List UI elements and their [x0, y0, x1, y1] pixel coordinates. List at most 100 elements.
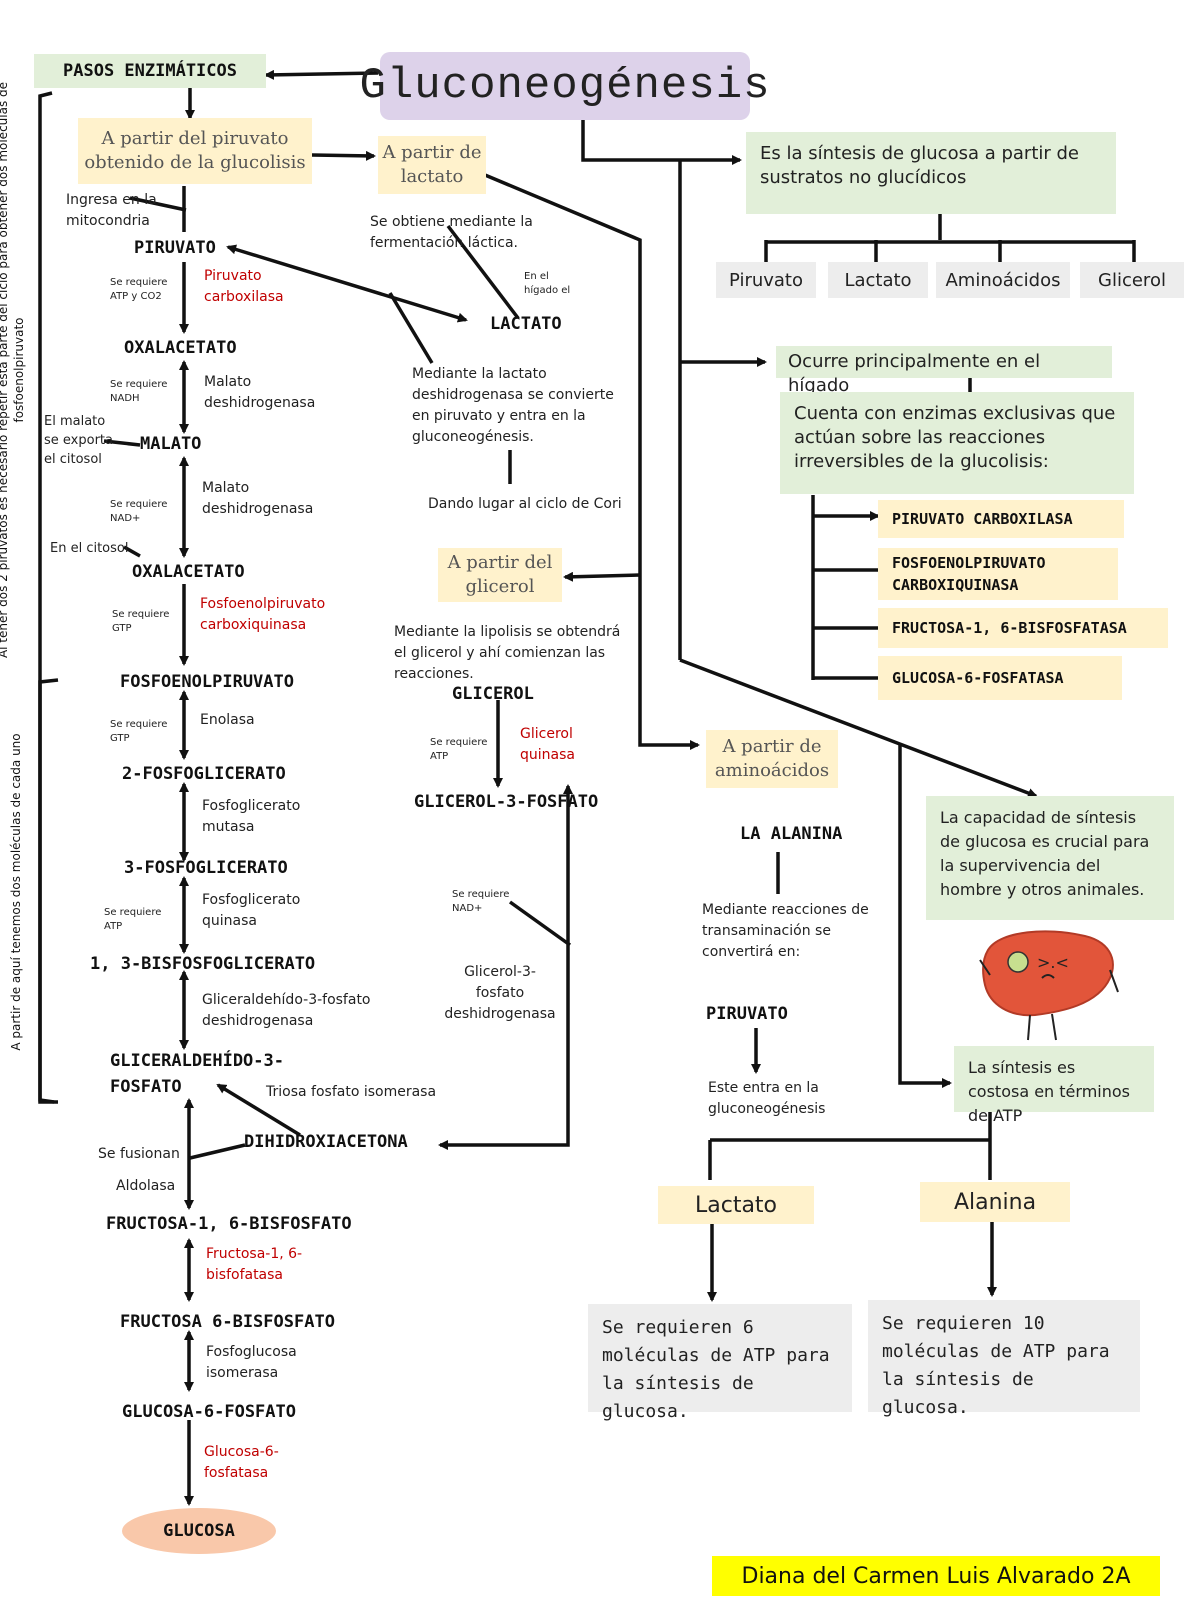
metabolite-label: LA ALANINA: [740, 824, 843, 844]
note-text: Se fusionan: [98, 1146, 180, 1162]
enzyme-text: Malato deshidrogenasa: [202, 480, 314, 517]
note-lactato-obtiene: Se obtiene mediante la fermentación láct…: [370, 212, 550, 254]
metabolite-label: GLICEROL: [452, 684, 534, 704]
side-label-bottom: A partir de aquí tenemos dos moléculas d…: [8, 682, 32, 1102]
note-lactato-mediante: Mediante la lactato deshidrogenasa se co…: [412, 364, 630, 448]
definition-text: Es la síntesis de glucosa a partir de su…: [760, 143, 1080, 188]
pasos-enzimaticos-label: PASOS ENZIMÁTICOS: [63, 61, 237, 81]
cost-alanina-label: Alanina: [953, 1189, 1037, 1215]
note-req-nadh-1: Se requiere NADH: [110, 378, 174, 406]
note-text: Se requiere NAD+: [452, 889, 510, 914]
cost-lactato-text-box: Se requieren 6 moléculas de ATP para la …: [588, 1304, 852, 1422]
enzyme-fructosa-bisfosfatasa: Fructosa-1, 6-bisfofatasa: [206, 1244, 326, 1286]
metabolite-glicerol: GLICEROL: [452, 684, 534, 704]
note-text: Este entra en la gluconeogénesis: [708, 1080, 826, 1117]
metabolite-label: FRUCTOSA 6-BISFOSFATO: [120, 1312, 335, 1332]
enzima-label: FOSFOENOLPIRUVATO CARBOXIQUINASA: [892, 554, 1046, 594]
start-lactato-label: A partir de lactato: [382, 142, 482, 187]
start-piruvato-box: A partir del piruvato obtenido de la glu…: [78, 118, 312, 184]
metabolite-oxalacetato-2: OXALACETATO: [132, 562, 245, 582]
metabolite-3-fosfoglicerato: 3-FOSFOGLICERATO: [124, 858, 288, 878]
cost-alanina-text-box: Se requieren 10 moléculas de ATP para la…: [868, 1300, 1140, 1418]
enzyme-fosfoglicerato-mutasa: Fosfoglicerato mutasa: [202, 796, 322, 838]
capacidad-text: La capacidad de síntesis de glucosa es c…: [940, 808, 1150, 899]
metabolite-glicerol-3-fosfato: GLICEROL-3-FOSFATO: [414, 792, 598, 812]
metabolite-label: GLICEROL-3-FOSFATO: [414, 792, 599, 812]
start-aminoacidos-label: A partir de aminoácidos: [714, 736, 830, 781]
metabolite-label: MALATO: [140, 434, 202, 454]
note-transaminacion: Mediante reacciones de transaminación se…: [702, 900, 892, 963]
note-text: En el hígado el: [524, 271, 571, 296]
definition-box: Es la síntesis de glucosa a partir de su…: [746, 132, 1116, 214]
cost-lactato-text: Se requieren 6 moléculas de ATP para la …: [602, 1317, 830, 1422]
author-box: Diana del Carmen Luis Alvarado 2A: [712, 1556, 1160, 1596]
costosa-box: La síntesis es costosa en términos de AT…: [954, 1046, 1154, 1125]
enzyme-text: Piruvato carboxilasa: [204, 268, 284, 305]
side-label-top-text: Al tener dos 2 piruvatos es necesario re…: [0, 81, 26, 659]
enzima-piruvato-carboxilasa: PIRUVATO CARBOXILASA: [878, 500, 1124, 538]
metabolite-glucosa-6-fosfato: GLUCOSA-6-FOSFATO: [122, 1402, 296, 1422]
note-text: Dando lugar al ciclo de Cori: [428, 496, 622, 512]
enzyme-text: Fosfoglicerato quinasa: [202, 892, 301, 929]
cost-lactato-label: Lactato: [694, 1192, 778, 1218]
side-label-top: Al tener dos 2 piruvatos es necesario re…: [0, 55, 35, 685]
enzyme-text: Enolasa: [200, 712, 255, 728]
note-text: Se requiere NADH: [110, 379, 168, 404]
enzyme-aldolasa: Aldolasa: [116, 1176, 196, 1197]
note-en-higado: En el hígado el: [524, 270, 584, 298]
metabolite-label: 3-FOSFOGLICERATO: [124, 858, 288, 878]
start-lactato-box: A partir de lactato: [378, 136, 486, 194]
substrate-lactato: Lactato: [828, 262, 928, 298]
page-title: Gluconeogénesis: [359, 52, 770, 120]
metabolite-piruvato: PIRUVATO: [134, 238, 216, 258]
note-text: Se requiere ATP: [104, 907, 162, 932]
enzyme-enolasa: Enolasa: [200, 710, 300, 731]
page-title-text: Gluconeogénesis: [359, 61, 771, 111]
substrate-aminoacidos: Aminoácidos: [936, 262, 1070, 298]
note-req-gtp-2: Se requiere GTP: [110, 718, 174, 746]
metabolite-label: PIRUVATO: [706, 1004, 788, 1024]
metabolite-label: 2-FOSFOGLICERATO: [122, 764, 286, 784]
metabolite-label: GLUCOSA: [163, 1521, 235, 1541]
note-ingresa: Ingresa en la mitocondria: [66, 190, 196, 232]
enzyme-text: Glicerol quinasa: [520, 726, 575, 763]
enzyme-malato-dh-2: Malato deshidrogenasa: [202, 478, 332, 520]
note-text: Mediante la lipolisis se obtendrá el gli…: [394, 624, 621, 682]
liver-icon: >.<: [979, 930, 1119, 1041]
note-req-atp: Se requiere ATP: [104, 906, 174, 934]
enzyme-text: Glucosa-6-fosfatasa: [204, 1444, 279, 1481]
capacidad-box: La capacidad de síntesis de glucosa es c…: [926, 796, 1174, 920]
enzima-pepck: FOSFOENOLPIRUVATO CARBOXIQUINASA: [878, 548, 1118, 600]
substrate-glicerol: Glicerol: [1080, 262, 1184, 298]
cost-alanina-box: Alanina: [920, 1182, 1070, 1222]
substrate-piruvato: Piruvato: [716, 262, 816, 298]
enzyme-triosa-isomerasa: Triosa fosfato isomerasa: [266, 1082, 466, 1103]
enzyme-fosfoglicerato-quinasa: Fosfoglicerato quinasa: [202, 890, 322, 932]
enzima-label: GLUCOSA-6-FOSFATASA: [892, 669, 1064, 687]
metabolite-fosfoenolpiruvato: FOSFOENOLPIRUVATO: [120, 672, 294, 692]
pasos-enzimaticos-box: PASOS ENZIMÁTICOS: [34, 54, 266, 88]
note-text: Se requiere ATP: [430, 737, 488, 762]
enzima-label: PIRUVATO CARBOXILASA: [892, 510, 1073, 528]
enzyme-piruvato-carboxilasa: Piruvato carboxilasa: [204, 266, 324, 308]
start-aminoacidos-box: A partir de aminoácidos: [706, 730, 838, 788]
metabolite-label: FRUCTOSA-1, 6-BISFOSFATO: [106, 1214, 352, 1234]
higado-box: Ocurre principalmente en el hígado: [776, 346, 1112, 396]
metabolite-label: 1, 3-BISFOSFOGLICERATO: [90, 954, 316, 974]
note-req-atp-co2: Se requiere ATP y CO2: [110, 276, 174, 304]
side-label-bottom-text: A partir de aquí tenemos dos moléculas d…: [9, 733, 23, 1051]
metabolite-label: LACTATO: [490, 314, 562, 334]
svg-text:>.<: >.<: [1037, 953, 1069, 972]
note-req-gtp-1: Se requiere GTP: [112, 608, 176, 636]
author-text: Diana del Carmen Luis Alvarado 2A: [741, 1563, 1131, 1589]
enzima-label: FRUCTOSA-1, 6-BISFOSFATASA: [892, 619, 1127, 637]
note-lipolisis: Mediante la lipolisis se obtendrá el gli…: [394, 622, 636, 685]
start-piruvato-label: A partir del piruvato obtenido de la glu…: [84, 128, 306, 173]
enzyme-text: Fosfoenolpiruvato carboxiquinasa: [200, 596, 326, 633]
note-text: Se requiere GTP: [110, 719, 168, 744]
enzyme-glicerol-3-fosfato-dh: Glicerol-3-fosfato deshidrogenasa: [440, 962, 560, 1025]
start-glicerol-box: A partir del glicerol: [438, 548, 562, 602]
metabolite-glucosa: GLUCOSA: [122, 1508, 276, 1554]
